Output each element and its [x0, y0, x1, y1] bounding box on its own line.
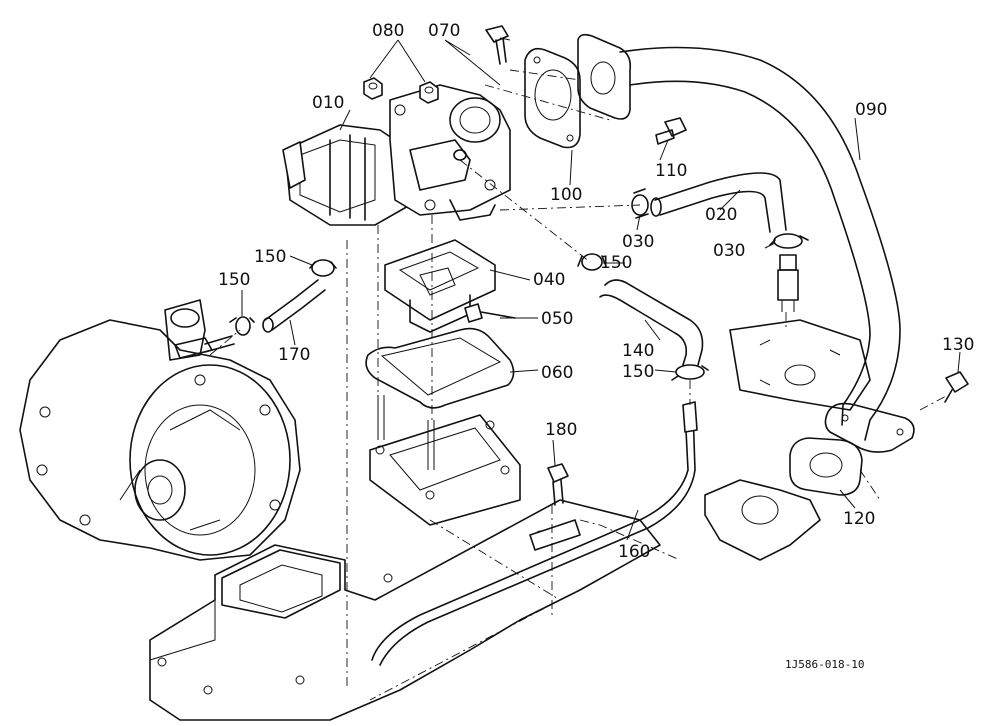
- callout-150-hose-top: 150: [254, 247, 286, 267]
- egr-pipe-090: [577, 33, 915, 453]
- clamp-150-140-lower: [671, 364, 709, 381]
- callout-030-lower: 030: [713, 241, 745, 261]
- bolt-180: [547, 463, 569, 506]
- clamp-150-170-lower: [229, 316, 255, 336]
- callout-080: 080: [372, 21, 404, 41]
- hose-170: [262, 279, 326, 333]
- pipe-160: [371, 401, 698, 666]
- leader-lines: [241, 37, 961, 541]
- callout-070: 070: [428, 21, 460, 41]
- callout-050: 050: [541, 309, 573, 329]
- callout-180: 180: [545, 420, 577, 440]
- callout-020: 020: [705, 205, 737, 225]
- callout-060: 060: [541, 363, 573, 383]
- alignment-lines: [209, 69, 949, 701]
- callout-010: 010: [312, 93, 344, 113]
- callout-110: 110: [655, 161, 687, 181]
- drawing-code: 1J586-018-10: [785, 658, 864, 671]
- nuts-080: [363, 77, 439, 104]
- bolt-050: [464, 303, 516, 323]
- hose-140: [599, 279, 704, 366]
- clamp-030-upper: [631, 188, 649, 219]
- callout-130: 130: [942, 335, 974, 355]
- egr-valve-010: [282, 84, 511, 226]
- callout-160: 160: [618, 542, 650, 562]
- hose-020: [650, 172, 787, 233]
- callout-150-lower: 150: [622, 362, 654, 382]
- callout-030-upper: 030: [622, 232, 654, 252]
- fitting-below-030: [777, 254, 799, 312]
- gasket-100: [524, 47, 581, 149]
- callout-040: 040: [533, 270, 565, 290]
- exhaust-manifold: [704, 319, 871, 561]
- callout-labels: 010 020 030 030 040 050 060 070 080 090 …: [218, 21, 974, 562]
- callout-090: 090: [855, 100, 887, 120]
- bolt-070: [485, 25, 509, 65]
- bolt-130: [944, 371, 969, 403]
- intake-manifold: [149, 499, 661, 721]
- gasket-060: [365, 327, 515, 409]
- callout-170: 170: [278, 345, 310, 365]
- callout-120: 120: [843, 509, 875, 529]
- reed-valve-040: [384, 239, 496, 333]
- gasket-120: [789, 437, 863, 496]
- callout-100: 100: [550, 185, 582, 205]
- callout-150-upper: 150: [600, 253, 632, 273]
- callout-150-hose-left: 150: [218, 270, 250, 290]
- bolt-110: [655, 117, 687, 145]
- clamp-030-lower: [769, 233, 809, 249]
- water-pump-housing: [19, 299, 301, 561]
- clamp-150-140-upper: [577, 253, 607, 271]
- callout-140: 140: [622, 341, 654, 361]
- lower-flange-housing: [369, 395, 521, 526]
- clamp-150-170-upper: [309, 259, 337, 277]
